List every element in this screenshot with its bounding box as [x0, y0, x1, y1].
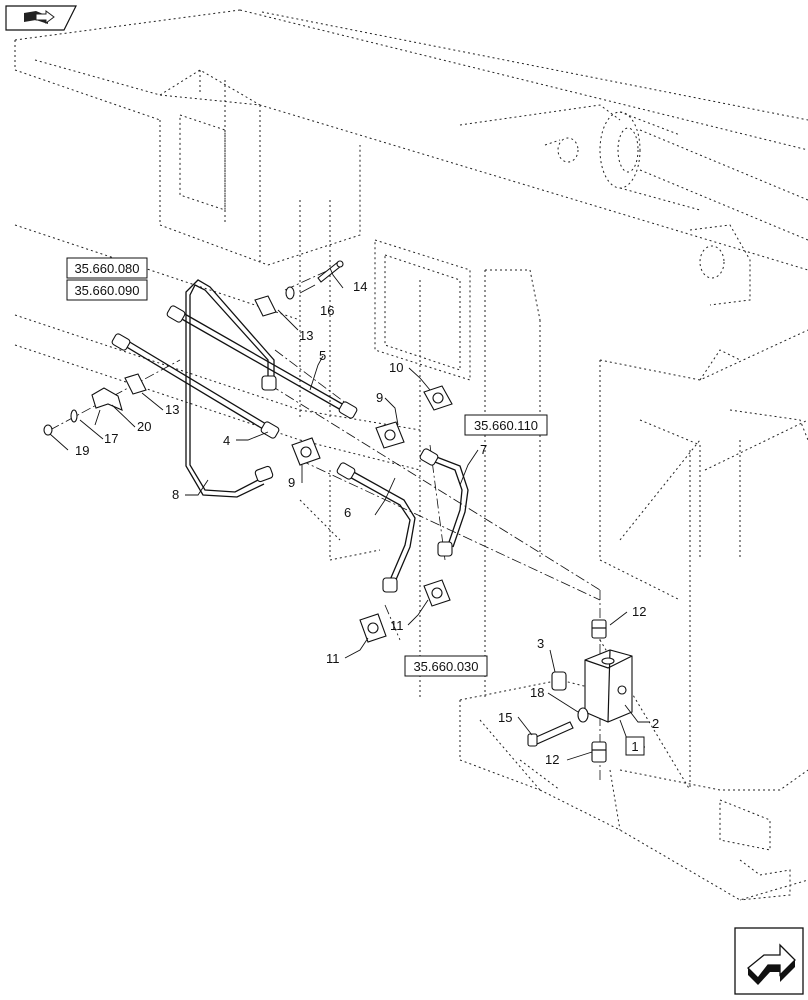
- svg-text:35.660.090: 35.660.090: [74, 283, 139, 298]
- clamp-13-lower: [124, 373, 147, 395]
- callout-16: 16: [320, 303, 334, 318]
- nut-19: [43, 424, 53, 436]
- callout-11-lower: 11: [326, 651, 340, 666]
- callout-3: 3: [537, 636, 544, 651]
- svg-text:35.660.030: 35.660.030: [413, 659, 478, 674]
- tube-5: [179, 312, 352, 415]
- svg-text:35.660.110: 35.660.110: [474, 418, 538, 433]
- pin-14: [317, 260, 344, 283]
- washer-18: [577, 707, 589, 723]
- clamp-13-upper: [254, 295, 277, 317]
- callout-1: 1: [631, 739, 638, 754]
- bolt-15: [527, 721, 574, 747]
- adapter-12-lower: [591, 741, 607, 763]
- callout-7: 7: [480, 442, 487, 457]
- callout-14: 14: [353, 279, 367, 294]
- adapter-3: [551, 671, 567, 691]
- reference-box-35-660-030[interactable]: 35.660.030: [404, 655, 488, 677]
- tube-6: [345, 469, 416, 583]
- elbow-fitting-11-upper: [423, 579, 451, 607]
- tube-nut: [111, 305, 453, 593]
- callout-8: 8: [172, 487, 179, 502]
- tube-7: [429, 455, 469, 548]
- callout-12-upper: 12: [632, 604, 646, 619]
- elbow-fitting-9-right: [375, 421, 405, 449]
- callout-10: 10: [389, 360, 403, 375]
- callout-18: 18: [530, 685, 544, 700]
- callout-1-box: 1: [625, 736, 645, 756]
- book-back-arrow-icon: [24, 10, 55, 24]
- callout-9-lower: 9: [288, 475, 295, 490]
- tube-4: [124, 340, 272, 433]
- assembly-centerlines: [49, 264, 601, 780]
- callout-11-upper: 11: [390, 618, 404, 633]
- elbow-fitting-10: [423, 385, 453, 411]
- elbow-fitting-9-left: [291, 437, 321, 466]
- callout-19: 19: [75, 443, 89, 458]
- header-frame-outline: [14, 9, 808, 901]
- callout-4: 4: [223, 433, 230, 448]
- callout-2: 2: [652, 716, 659, 731]
- callout-20: 20: [137, 419, 151, 434]
- valve-block-2: [584, 649, 633, 723]
- callout-17: 17: [104, 431, 118, 446]
- back-nav-button[interactable]: [5, 5, 77, 31]
- next-page-arrow-icon: [747, 943, 796, 985]
- clamp-20: [91, 387, 123, 411]
- washer-17: [70, 409, 78, 423]
- reference-box-35-660-080[interactable]: 35.660.080: [66, 257, 148, 279]
- callout-13-lower: 13: [165, 402, 179, 417]
- callout-6: 6: [344, 505, 351, 520]
- callout-13-upper: 13: [299, 328, 313, 343]
- reference-box-35-660-090[interactable]: 35.660.090: [66, 279, 148, 301]
- elbow-fitting-11-lower: [359, 613, 387, 643]
- callout-12-lower: 12: [545, 752, 559, 767]
- callout-5: 5: [319, 348, 326, 363]
- callout-15: 15: [498, 710, 512, 725]
- svg-text:35.660.080: 35.660.080: [74, 261, 139, 276]
- tube-8: [185, 279, 275, 498]
- adapter-12-upper: [591, 619, 607, 639]
- next-page-button[interactable]: [734, 927, 804, 995]
- reference-box-35-660-110[interactable]: 35.660.110: [464, 414, 548, 436]
- washer-16: [285, 286, 295, 300]
- callout-9-upper: 9: [376, 390, 383, 405]
